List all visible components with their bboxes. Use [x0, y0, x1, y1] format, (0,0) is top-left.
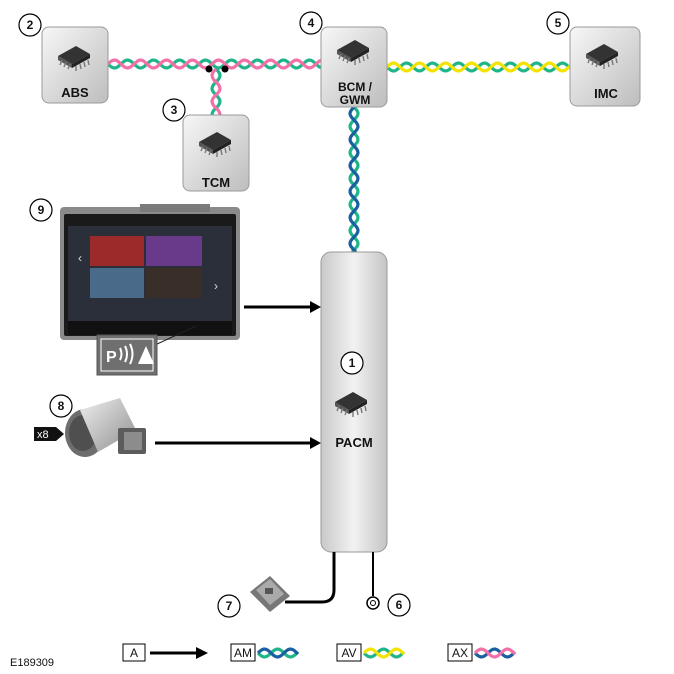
figure-id: E189309 — [10, 657, 54, 669]
bus-bcm-imc — [385, 61, 572, 73]
bus-abs-bcm — [106, 58, 322, 70]
park-assist-icon: P — [96, 334, 158, 376]
callout-9: 9 — [29, 198, 53, 222]
touchscreen-display[interactable]: ‹ › — [60, 204, 240, 340]
bus-junction — [205, 65, 213, 73]
imc-module[interactable]: IMC — [569, 26, 641, 107]
screen-tile — [146, 268, 202, 298]
svg-text:AM: AM — [234, 646, 252, 660]
bcm-gwm-module[interactable]: BCM / GWM — [320, 26, 388, 108]
svg-text:8: 8 — [58, 399, 65, 413]
callout-7: 7 — [217, 594, 241, 618]
bus-junction — [221, 65, 229, 73]
callout-6: 6 — [387, 593, 411, 617]
screen-tile — [146, 236, 202, 266]
legend-swatch-am — [256, 647, 300, 659]
svg-text:AV: AV — [341, 646, 356, 660]
ground-icon — [366, 596, 380, 610]
screen-tile — [90, 236, 144, 266]
abs-label: ABS — [61, 85, 89, 100]
tcm-module[interactable]: TCM — [182, 114, 250, 192]
callout-3: 3 — [162, 98, 186, 122]
callout-2: 2 — [18, 13, 42, 37]
callout-1: 1 — [340, 351, 364, 375]
abs-module[interactable]: ABS — [41, 26, 109, 104]
svg-text:AX: AX — [452, 646, 468, 660]
chevron-right-icon: › — [214, 279, 218, 293]
callout-numbers: 2 3 4 5 9 1 8 7 6 — [18, 11, 570, 618]
parking-sensor[interactable] — [65, 398, 146, 457]
legend-swatch-am — [256, 647, 300, 659]
screen-tile — [90, 268, 144, 298]
bus-bcm-pacm — [348, 105, 360, 254]
power-wire — [285, 552, 336, 604]
legend-swatch-ax — [473, 647, 517, 659]
svg-text:5: 5 — [555, 16, 562, 30]
legend-item-am: AM — [230, 643, 256, 662]
legend-swatch-ax — [473, 647, 517, 659]
imc-label: IMC — [594, 86, 618, 101]
gwm-label: GWM — [340, 93, 371, 107]
leader-line — [154, 325, 197, 346]
legend-item-a: A — [122, 643, 208, 662]
pacm-label: PACM — [335, 435, 372, 450]
svg-text:4: 4 — [308, 16, 315, 30]
signal-arrow — [155, 437, 321, 449]
legend: A AM AV AX — [122, 643, 517, 662]
bcm-label: BCM / — [338, 80, 373, 94]
svg-text:x8: x8 — [37, 429, 49, 441]
callout-8: 8 — [49, 394, 73, 418]
chevron-left-icon: ‹ — [78, 251, 82, 265]
tcm-label: TCM — [202, 175, 230, 190]
signal-arrow — [244, 301, 321, 313]
callout-4: 4 — [299, 11, 323, 35]
pacm-module[interactable]: PACM — [320, 251, 388, 553]
svg-text:9: 9 — [38, 203, 45, 217]
svg-text:1: 1 — [349, 356, 356, 370]
sensor-quantity-badge: x8 — [34, 427, 64, 441]
bus-bcm-pacm — [348, 105, 360, 254]
legend-item-ax: AX — [447, 643, 473, 662]
svg-text:7: 7 — [226, 599, 233, 613]
svg-text:6: 6 — [396, 598, 403, 612]
legend-swatch-av — [362, 647, 406, 659]
svg-text:A: A — [130, 646, 138, 660]
network-buses — [106, 58, 572, 254]
svg-text:P: P — [106, 349, 117, 366]
svg-text:3: 3 — [171, 103, 178, 117]
svg-text:2: 2 — [27, 18, 34, 32]
fuse-icon — [250, 576, 290, 612]
legend-swatch-av — [362, 647, 406, 659]
legend-item-av: AV — [336, 643, 362, 662]
bus-abs-bcm — [106, 58, 322, 70]
bus-tcm-branch — [210, 67, 222, 116]
callout-5: 5 — [546, 11, 570, 35]
